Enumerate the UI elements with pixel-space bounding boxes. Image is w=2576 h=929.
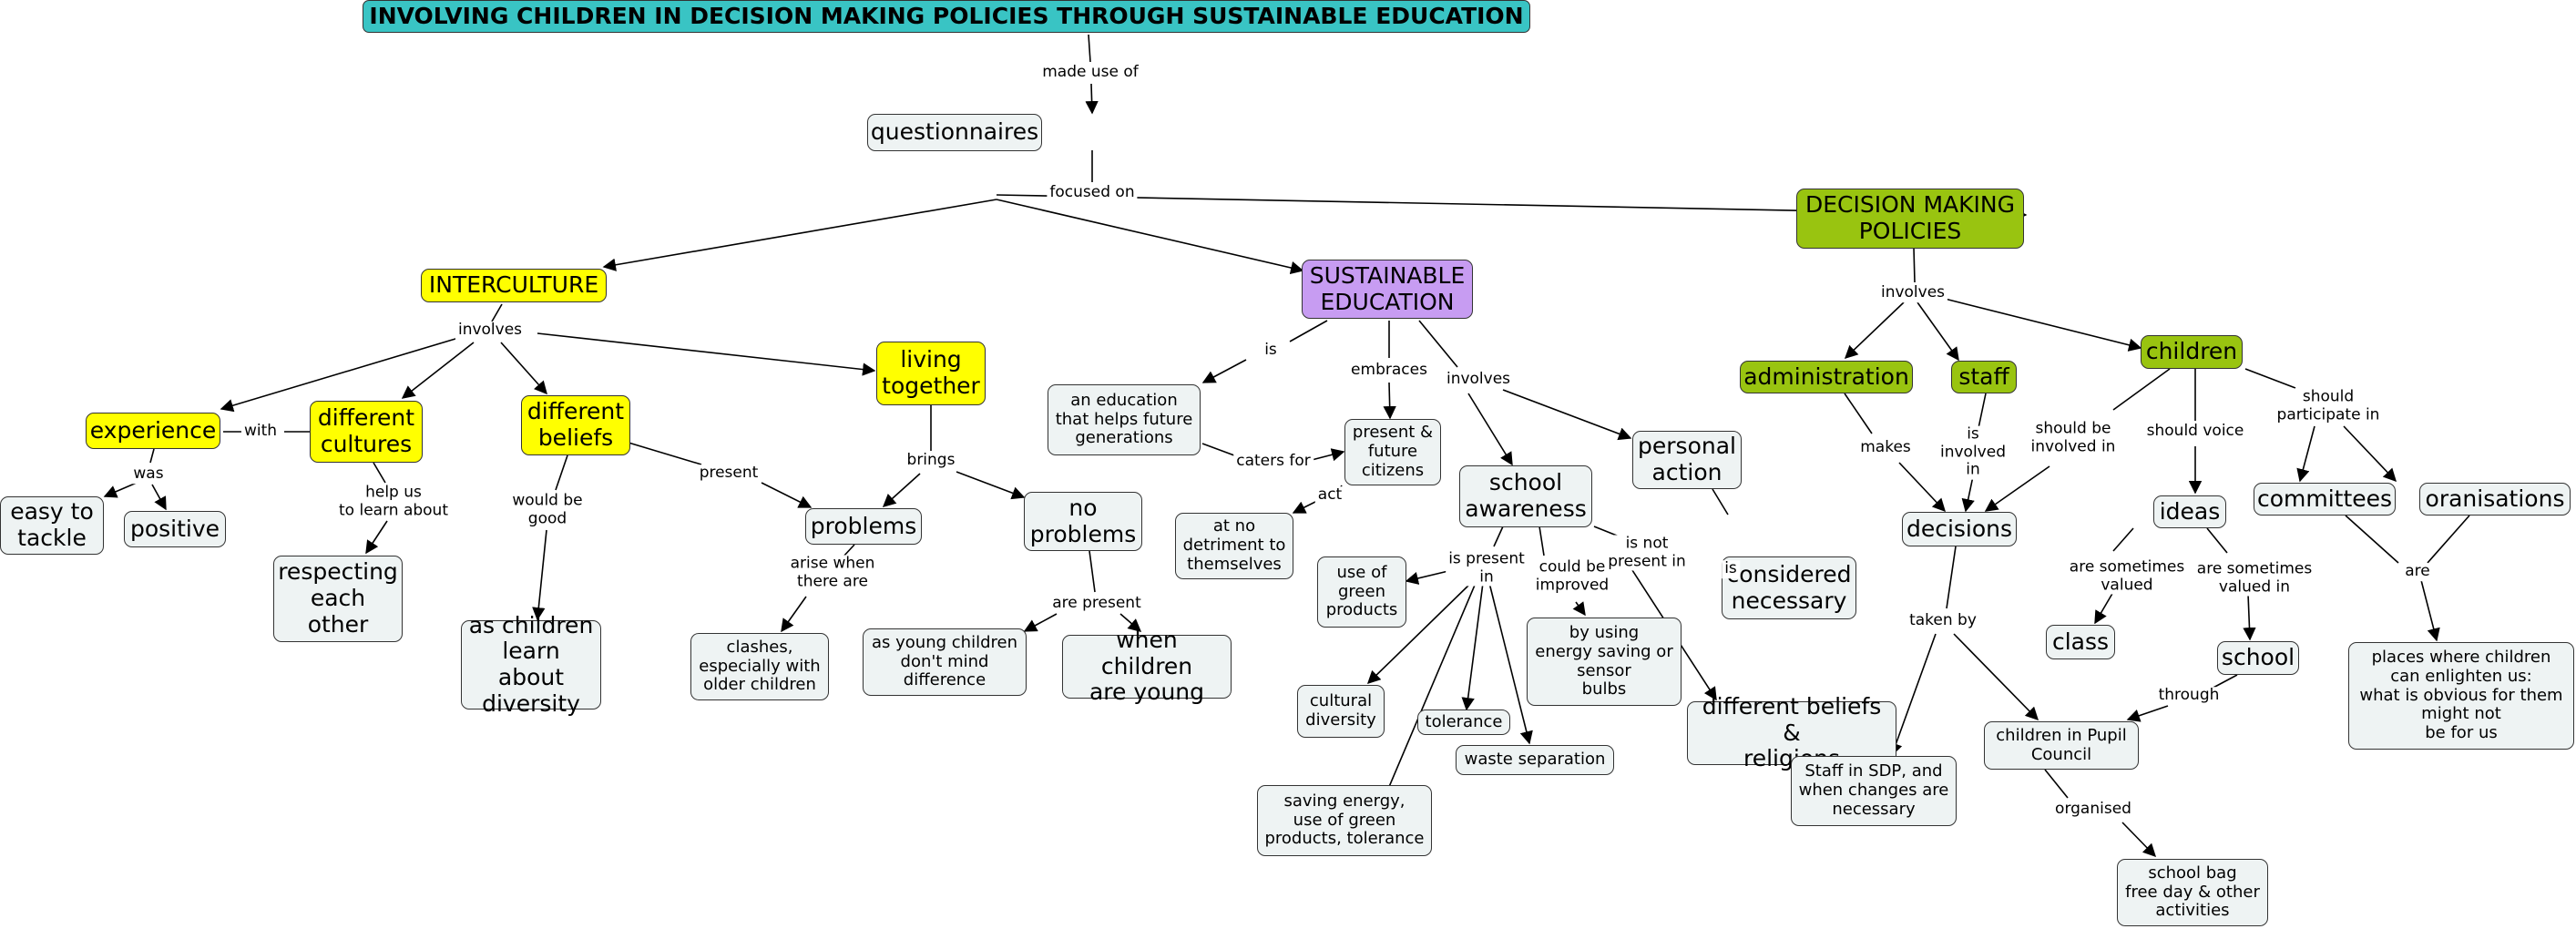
saving-energy-node[interactable]: saving energy, use of green products, to… — [1257, 785, 1432, 856]
organisations-node[interactable]: oranisations — [2419, 483, 2571, 516]
link-makes: makes — [1857, 439, 1914, 457]
link-arise-when: arise when there are — [787, 555, 878, 591]
positive-node[interactable]: positive — [124, 511, 226, 547]
an-education-node[interactable]: an education that helps future generatio… — [1048, 384, 1201, 455]
respecting-each-other-node[interactable]: respecting each other — [273, 556, 403, 642]
link-involves-sustainable: involves — [1443, 371, 1514, 389]
link-would-be-good: would be good — [509, 492, 586, 528]
link-brings: brings — [904, 452, 958, 470]
link-help-us: help us to learn about — [336, 484, 451, 520]
link-sometimes-valued-in: are sometimes valued in — [2193, 560, 2315, 597]
tolerance-node[interactable]: tolerance — [1417, 710, 1510, 735]
sustainable-education-node[interactable]: SUSTAINABLE EDUCATION — [1302, 260, 1473, 319]
energy-saving-bulbs-node[interactable]: by using energy saving or sensor bulbs — [1527, 618, 1682, 706]
title-node[interactable]: INVOLVING CHILDREN IN DECISION MAKING PO… — [363, 0, 1530, 33]
decisions-node[interactable]: decisions — [1902, 512, 2017, 546]
link-act: act — [1314, 486, 1345, 505]
different-beliefs-node[interactable]: different beliefs — [521, 395, 630, 455]
link-through: through — [2155, 687, 2223, 705]
school-node[interactable]: school — [2217, 641, 2299, 675]
link-should-participate: should participate in — [2274, 388, 2383, 424]
children-node[interactable]: children — [2141, 335, 2243, 369]
link-could-be-improved: could be improved — [1532, 558, 1612, 595]
link-with: with — [240, 423, 281, 441]
different-cultures-node[interactable]: different cultures — [310, 401, 423, 463]
present-future-citizens-node[interactable]: present & future citizens — [1344, 419, 1441, 485]
considered-necessary-node[interactable]: considered necessary — [1722, 556, 1856, 619]
beliefs-religions-node[interactable]: different beliefs & religions — [1687, 693, 1896, 771]
link-is-sustainable: is — [1262, 342, 1280, 360]
ideas-node[interactable]: ideas — [2153, 495, 2226, 528]
link-is-present-in: is present in — [1446, 550, 1528, 587]
interculture-node[interactable]: INTERCULTURE — [421, 269, 607, 302]
cultural-diversity-node[interactable]: cultural diversity — [1297, 685, 1385, 738]
class-node[interactable]: class — [2046, 625, 2115, 659]
link-caters-for: caters for — [1233, 453, 1314, 471]
link-is-involved-in: is involved in — [1937, 425, 2009, 480]
link-involves-interculture: involves — [455, 322, 526, 340]
easy-to-tackle-node[interactable]: easy to tackle — [0, 496, 104, 555]
link-taken-by: taken by — [1906, 612, 1979, 630]
decision-making-policies-node[interactable]: DECISION MAKING POLICIES — [1796, 189, 2024, 249]
school-awareness-node[interactable]: school awareness — [1459, 465, 1592, 527]
living-together-node[interactable]: living together — [876, 342, 986, 405]
link-made-use-of: made use of — [1039, 64, 1141, 82]
link-was: was — [130, 465, 167, 484]
when-children-young-node[interactable]: when children are young — [1062, 627, 1232, 705]
young-children-dont-mind-node[interactable]: as young children don't mind difference — [863, 628, 1027, 696]
questionnaires-node[interactable]: questionnaires — [867, 114, 1042, 151]
problems-node[interactable]: problems — [805, 508, 922, 545]
clashes-node[interactable]: clashes, especially with older children — [690, 633, 829, 700]
waste-separation-node[interactable]: waste separation — [1456, 745, 1614, 775]
link-involves-decision: involves — [1877, 284, 1948, 302]
link-is-not-present-in: is not present in — [1605, 535, 1689, 571]
personal-action-node[interactable]: personal action — [1632, 431, 1742, 489]
pupil-council-node[interactable]: children in Pupil Council — [1984, 721, 2139, 770]
committees-node[interactable]: committees — [2254, 483, 2396, 516]
staff-in-sdp-node[interactable]: Staff in SDP, and when changes are neces… — [1791, 756, 1957, 826]
link-is-personal-action: is — [1722, 560, 1740, 578]
link-are: are — [2402, 563, 2433, 581]
no-problems-node[interactable]: no problems — [1024, 492, 1142, 551]
link-should-voice: should voice — [2143, 423, 2247, 441]
green-products-node[interactable]: use of green products — [1317, 556, 1406, 628]
link-sometimes-valued: are sometimes valued — [2066, 558, 2188, 595]
link-embraces: embraces — [1348, 362, 1430, 380]
places-where-node[interactable]: places where children can enlighten us: … — [2348, 642, 2574, 750]
link-focused-on: focused on — [1047, 184, 1138, 202]
experience-node[interactable]: experience — [86, 413, 220, 449]
link-organised: organised — [2052, 801, 2134, 819]
staff-node[interactable]: staff — [1951, 361, 2017, 393]
link-are-present: are present — [1049, 595, 1144, 613]
as-children-learn-node[interactable]: as children learn about diversity — [461, 612, 601, 717]
link-present: present — [696, 464, 762, 483]
no-detriment-node[interactable]: at no detriment to themselves — [1175, 513, 1293, 579]
school-bag-node[interactable]: school bag free day & other activities — [2117, 859, 2268, 926]
administration-node[interactable]: administration — [1740, 361, 1913, 393]
link-should-be-involved: should be involved in — [2028, 420, 2119, 456]
